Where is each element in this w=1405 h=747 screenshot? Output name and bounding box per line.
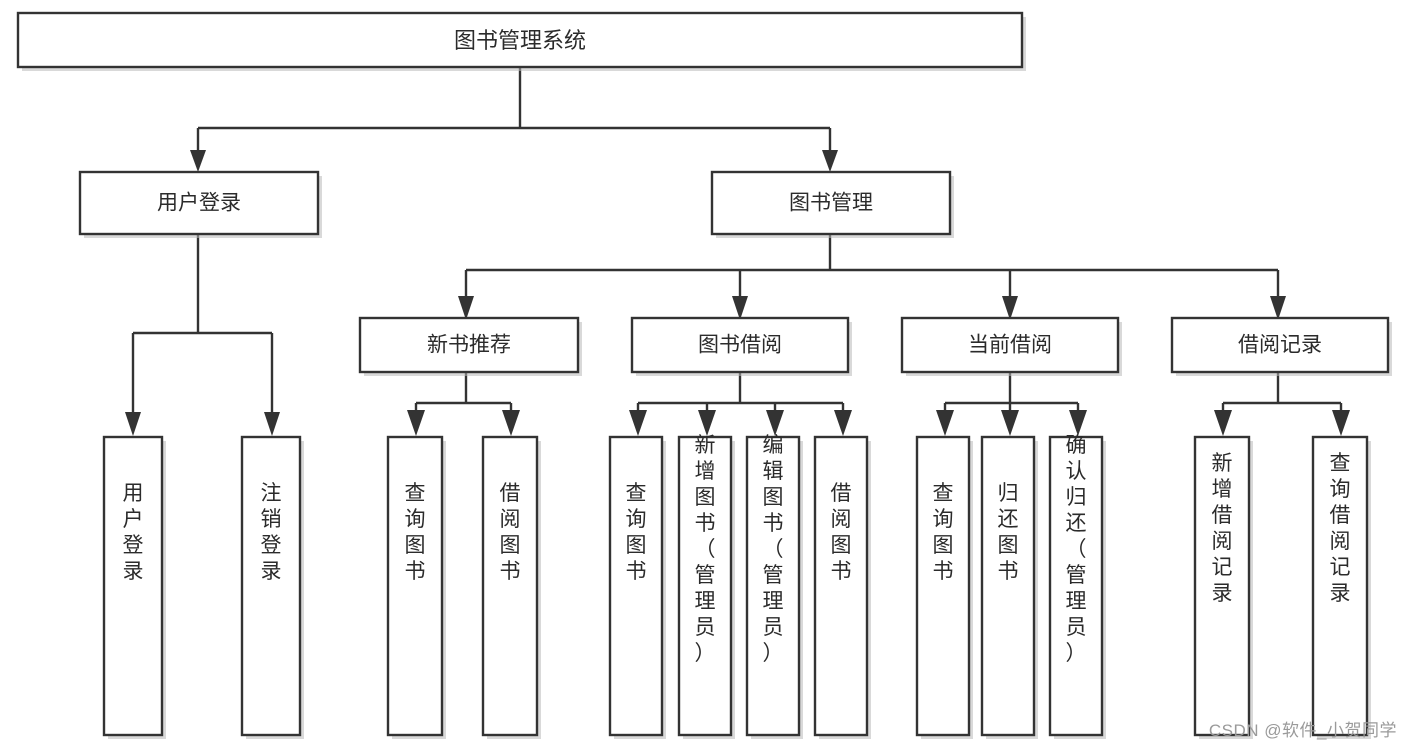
node-current-borrow[interactable]: 当前借阅 [900,316,1122,376]
leaf-bb-edit-label: 编辑图书（管理员） [763,434,784,665]
node-user-login-label: 用户登录 [157,192,241,215]
leaf-node[interactable]: 注销登录 [240,435,304,739]
arrow-head-bookborrow-leaf-3 [766,410,784,436]
arrow-head-newbook-leaf-2 [502,410,520,436]
arrow-head-book-manage [822,150,838,172]
node-root-box[interactable] [16,11,1024,69]
node-borrow-record-box[interactable] [1170,316,1390,374]
node-root-label: 图书管理系统 [454,28,586,53]
leaf-cb-confirm-label: 确认归还（管理员） [1066,434,1087,665]
leaf-br-add-box[interactable] [1193,435,1251,737]
node-user-login-box[interactable] [78,170,320,236]
node-borrow-record-label: 借阅记录 [1238,334,1322,357]
leaf-node[interactable]: 查询借阅记录 [1311,435,1371,739]
node-book-manage-box[interactable] [710,170,952,236]
leaf-cb-return-label: 归还图书 [998,482,1019,583]
leaf-bb-add-box[interactable] [677,435,733,737]
node-new-book-recommend[interactable]: 新书推荐 [358,316,582,376]
arrow-head-current-borrow [1002,296,1018,320]
leaf-node[interactable]: 借阅图书 [813,435,871,739]
leaf-logout-box[interactable] [240,435,302,737]
arrow-head-bookborrow-leaf-1 [629,410,647,436]
node-book-borrow-box[interactable] [630,316,850,374]
leaf-br-add-label: 新增借阅记录 [1212,452,1233,605]
leaf-node[interactable]: 用户登录 [102,435,166,739]
leaf-node[interactable]: 编辑图书（管理员） [745,434,803,739]
arrow-head-borrowrecord-leaf-2 [1332,410,1350,436]
leaf-newbook-borrow-box[interactable] [481,435,539,737]
node-book-manage-label: 图书管理 [789,192,873,215]
arrow-head-borrow-record [1270,296,1286,320]
leaf-user-login-box[interactable] [102,435,164,737]
leaf-logout-label: 注销登录 [261,482,282,583]
arrow-head-user-login [190,150,206,172]
leaf-node[interactable]: 确认归还（管理员） [1048,434,1106,739]
leaf-bb-query-box[interactable] [608,435,664,737]
leaf-cb-return-box[interactable] [980,435,1036,737]
arrow-head-borrowrecord-leaf-1 [1214,410,1232,436]
leaf-br-query-label: 查询借阅记录 [1330,452,1351,605]
arrow-head-bookborrow-leaf-2 [698,410,716,436]
leaf-user-login-label: 用户登录 [123,482,144,583]
node-book-borrow[interactable]: 图书借阅 [630,316,852,376]
node-current-borrow-box[interactable] [900,316,1120,374]
arrow-head-bookborrow-leaf-4 [834,410,852,436]
node-root[interactable]: 图书管理系统 [16,11,1026,71]
arrow-head-currentborrow-leaf-3 [1069,410,1087,436]
leaf-node[interactable]: 查询图书 [915,435,973,739]
arrow-head-leaf-logout [264,412,280,436]
leaf-node[interactable]: 新增借阅记录 [1193,435,1253,739]
node-book-manage[interactable]: 图书管理 [710,170,954,238]
leaf-br-query-box[interactable] [1311,435,1369,737]
leaf-node[interactable]: 查询图书 [608,435,666,739]
leaf-bb-borrow-box[interactable] [813,435,869,737]
node-current-borrow-label: 当前借阅 [968,334,1052,357]
leaf-bb-add-label: 新增图书（管理员） [695,434,716,665]
leaf-node[interactable]: 新增图书（管理员） [677,434,735,739]
node-new-book-recommend-label: 新书推荐 [427,334,511,357]
leaf-bb-borrow-label: 借阅图书 [831,482,852,583]
leaf-node[interactable]: 查询图书 [386,435,446,739]
leaf-bb-query-label: 查询图书 [626,482,647,583]
node-borrow-record[interactable]: 借阅记录 [1170,316,1392,376]
leaf-cb-confirm-box[interactable] [1048,435,1104,737]
leaf-cb-query-box[interactable] [915,435,971,737]
leaf-newbook-query-label: 查询图书 [405,482,426,583]
arrow-head-newbook-leaf-1 [407,410,425,436]
arrow-head-leaf-user-login [125,412,141,436]
arrow-head-new-book [458,296,474,320]
arrow-head-currentborrow-leaf-2 [1001,410,1019,436]
connector-layer [125,67,1350,436]
node-book-borrow-label: 图书借阅 [698,334,782,357]
leaf-newbook-query-box[interactable] [386,435,444,737]
leaf-newbook-borrow-label: 借阅图书 [500,482,521,583]
node-user-login[interactable]: 用户登录 [78,170,322,238]
leaf-node[interactable]: 归还图书 [980,435,1038,739]
leaf-cb-query-label: 查询图书 [933,482,954,583]
leaf-bb-edit-box[interactable] [745,435,801,737]
arrow-head-book-borrow [732,296,748,320]
arrow-head-currentborrow-leaf-1 [936,410,954,436]
leaf-node[interactable]: 借阅图书 [481,435,541,739]
node-new-book-recommend-box[interactable] [358,316,580,374]
